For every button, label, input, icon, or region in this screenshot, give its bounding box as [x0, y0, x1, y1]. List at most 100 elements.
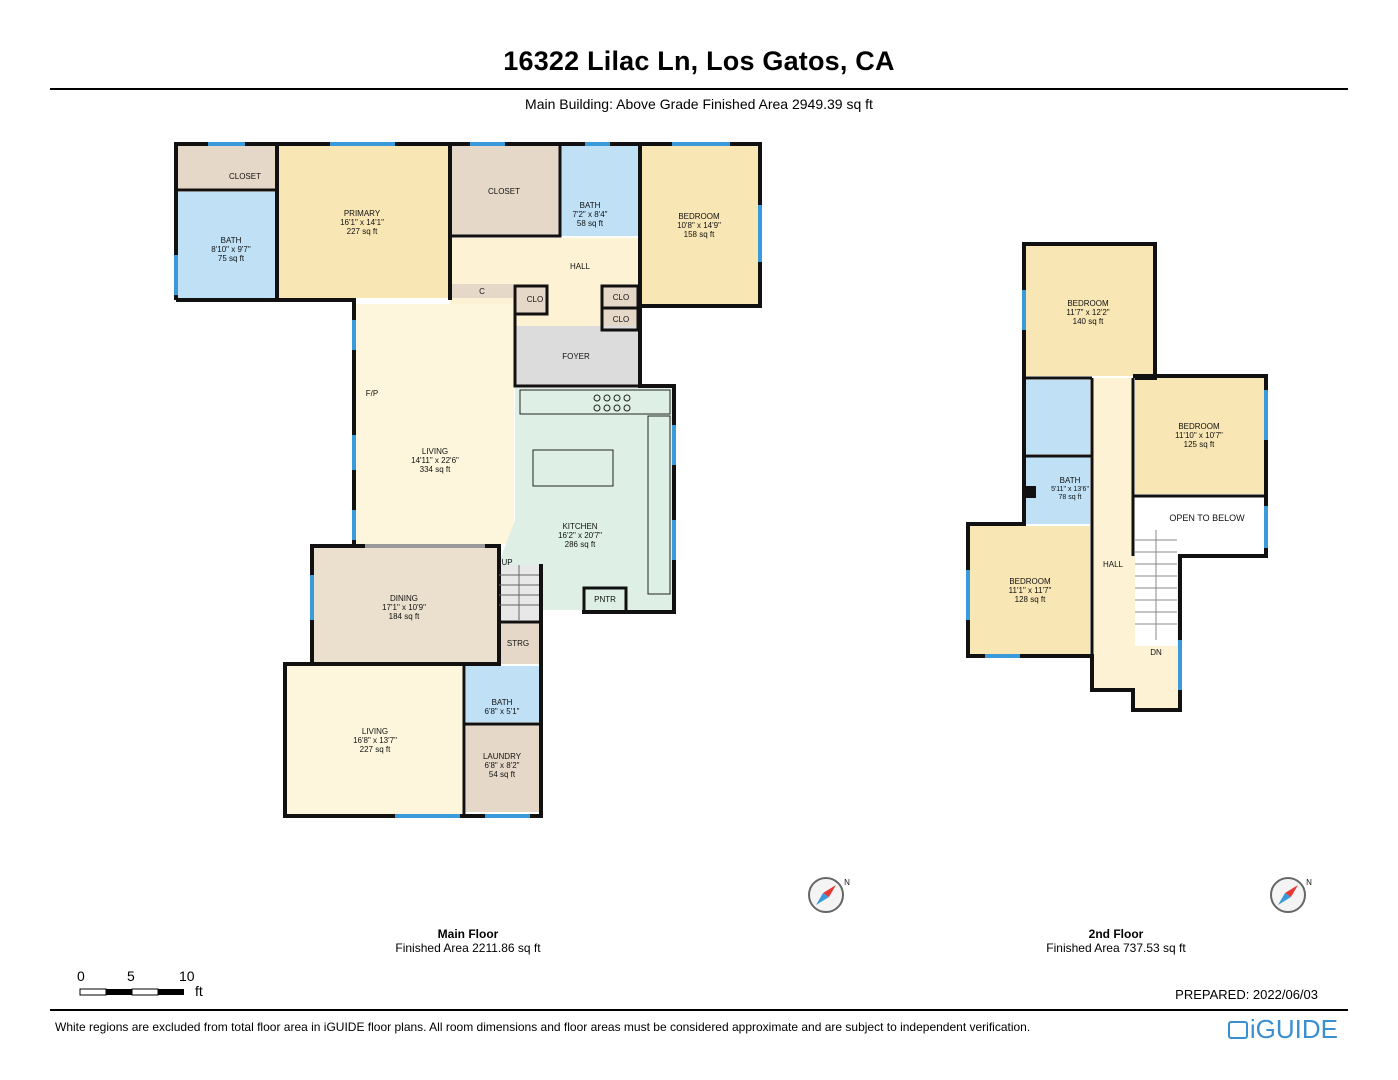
label-living-1-dim: 14'11" x 22'6"	[411, 456, 459, 465]
scale-unit: ft	[195, 983, 203, 999]
room-primary	[277, 146, 448, 298]
label-bedroom-main-dim: 10'8" x 14'9"	[677, 221, 721, 230]
label-pntr: PNTR	[594, 595, 616, 604]
label-fp: F/P	[366, 389, 378, 398]
room-living-2	[285, 666, 464, 814]
label-laundry-dim: 6'8" x 8'2"	[485, 761, 520, 770]
label-hall-2f: HALL	[1103, 560, 1124, 569]
label-bed-2f-2: BEDROOM	[1178, 422, 1220, 431]
closet-c	[450, 284, 513, 298]
page-subtitle: Main Building: Above Grade Finished Area…	[525, 96, 873, 112]
compass-n: N	[844, 878, 850, 887]
label-kitchen-area: 286 sq ft	[565, 540, 596, 549]
label-dn: DN	[1150, 648, 1162, 657]
label-bedroom-main-area: 158 sq ft	[684, 230, 715, 239]
stair-treads-2f	[1135, 530, 1177, 640]
main-floor-plan	[174, 142, 762, 818]
main-floor-caption: Main Floor Finished Area 2211.86 sq ft	[378, 927, 558, 955]
label-living-2-area: 227 sq ft	[360, 745, 391, 754]
label-up: UP	[501, 558, 512, 567]
label-bed-2f-3-dim: 11'1" x 11'7"	[1009, 586, 1052, 595]
label-living-2-dim: 16'8" x 13'7"	[353, 736, 397, 745]
scale-tick-0: 0	[77, 968, 85, 984]
label-bed-2f-1-dim: 11'7" x 12'2"	[1066, 308, 1109, 317]
kitchen-fixtures	[519, 389, 671, 595]
label-primary-area: 227 sq ft	[347, 227, 378, 236]
scale-bar	[79, 988, 184, 996]
closet-clo-1	[515, 286, 547, 314]
page-title: 16322 Lilac Ln, Los Gatos, CA	[503, 46, 895, 76]
footer-rule	[50, 1009, 1348, 1011]
room-bath-3	[466, 666, 539, 722]
label-closet-2: CLOSET	[488, 187, 520, 196]
second-floor-name: 2nd Floor	[1088, 927, 1144, 941]
label-hall-main: HALL	[570, 262, 591, 271]
brand-logo: iGUIDE	[1227, 1014, 1338, 1045]
label-c: C	[479, 287, 485, 296]
label-primary: PRIMARY	[344, 209, 381, 218]
label-dining-dim: 17'1" x 10'9"	[382, 603, 426, 612]
main-floor-area: Finished Area 2211.86 sq ft	[395, 941, 541, 955]
label-bath-2-area: 58 sq ft	[577, 219, 604, 228]
label-bath-3: BATH	[492, 698, 513, 707]
compass-n: N	[1306, 878, 1312, 887]
main-floor-labels: CLOSET BATH 8'10" x 9'7" 75 sq ft PRIMAR…	[211, 172, 721, 779]
compass-icon: N	[1270, 877, 1312, 913]
room-bedroom-2f-2	[1135, 378, 1264, 494]
label-bed-2f-1-area: 140 sq ft	[1073, 317, 1104, 326]
closet-clo-2	[602, 286, 638, 308]
label-bath-2f-area: 78 sq ft	[1059, 494, 1082, 501]
room-laundry	[466, 724, 539, 812]
room-living-1	[354, 304, 514, 544]
label-bed-2f-3: BEDROOM	[1009, 577, 1051, 586]
second-floor-plan	[966, 242, 1268, 712]
room-hall-2f	[1092, 378, 1133, 688]
closet-clo-3	[602, 308, 638, 330]
title-rule	[50, 88, 1348, 90]
label-primary-dim: 16'1" x 14'1"	[340, 218, 384, 227]
camera-icon	[1227, 1021, 1248, 1039]
label-living-1-area: 334 sq ft	[420, 465, 451, 474]
room-bath-2	[561, 146, 639, 236]
label-bath-1-dim: 8'10" x 9'7"	[211, 245, 251, 254]
label-dining: DINING	[390, 594, 418, 603]
label-bath-3-dim: 6'8" x 5'1"	[485, 707, 520, 716]
label-living-1: LIVING	[422, 447, 448, 456]
label-kitchen: KITCHEN	[562, 522, 597, 531]
room-dining	[312, 548, 497, 663]
label-bedroom-main: BEDROOM	[678, 212, 720, 221]
label-bed-2f-3-area: 128 sq ft	[1015, 595, 1046, 604]
label-laundry: LAUNDRY	[483, 752, 522, 761]
label-open-to-below: OPEN TO BELOW	[1169, 513, 1245, 523]
footer-disclaimer: White regions are excluded from total fl…	[55, 1020, 1031, 1034]
label-clo-2: CLO	[613, 293, 629, 302]
label-bath-2-dim: 7'2" x 8'4"	[573, 210, 608, 219]
room-bedroom-main	[641, 146, 758, 304]
stair-treads	[499, 565, 539, 620]
room-closet-1	[178, 146, 275, 190]
label-living-2: LIVING	[362, 727, 388, 736]
label-clo-1: CLO	[527, 295, 543, 304]
second-floor-area: Finished Area 737.53 sq ft	[1046, 941, 1186, 955]
label-dining-area: 184 sq ft	[389, 612, 420, 621]
label-bed-2f-2-area: 125 sq ft	[1184, 440, 1215, 449]
room-bedroom-2f-3	[970, 526, 1090, 654]
room-bedroom-2f-1	[1026, 246, 1153, 376]
label-kitchen-dim: 16'2" x 20'7"	[558, 531, 602, 540]
brand-text: iGUIDE	[1249, 1014, 1338, 1044]
second-floor-caption: 2nd Floor Finished Area 737.53 sq ft	[1026, 927, 1206, 955]
second-floor-labels: BEDROOM 11'7" x 12'2" 140 sq ft BEDROOM …	[1009, 299, 1245, 657]
scale-tick-5: 5	[127, 968, 135, 984]
main-floor-windows	[174, 142, 762, 818]
label-bath-2f-dim: 5'11" x 13'6"	[1051, 486, 1089, 493]
label-bed-2f-1: BEDROOM	[1067, 299, 1109, 308]
label-strg: STRG	[507, 639, 529, 648]
label-foyer: FOYER	[562, 352, 590, 361]
room-bath-2f	[1026, 456, 1090, 524]
label-bath-1-area: 75 sq ft	[218, 254, 245, 263]
scale-tick-10: 10	[179, 968, 195, 984]
room-bath-2f-tub	[1026, 380, 1090, 454]
room-bath-1	[178, 192, 275, 298]
compass-icon: N	[808, 877, 850, 913]
